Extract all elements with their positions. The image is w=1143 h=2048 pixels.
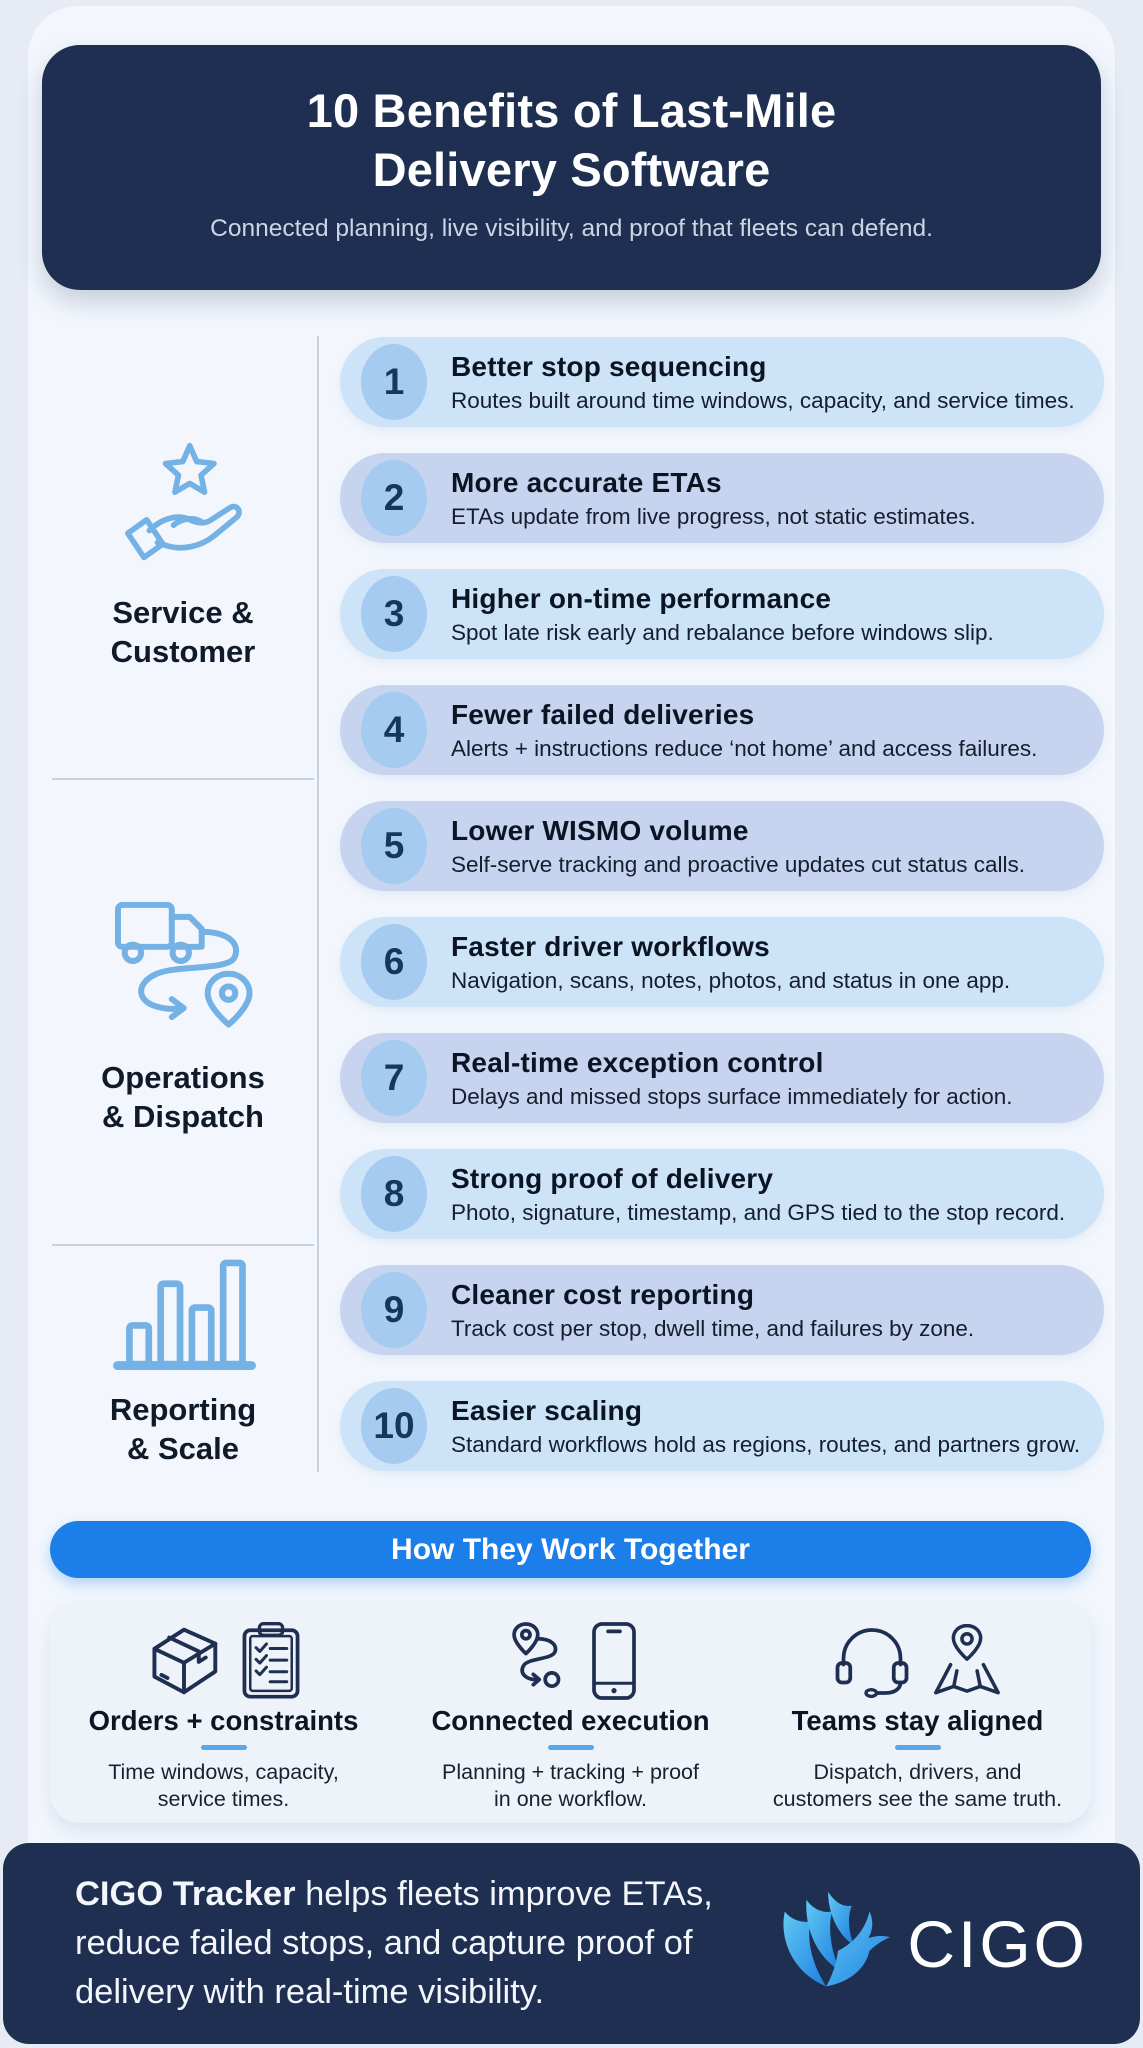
benefit-number-badge: 3 (361, 576, 427, 652)
pillars-card: Orders + constraints Time windows, capac… (50, 1601, 1091, 1823)
benefit-title: Faster driver workflows (451, 930, 770, 962)
benefit-number-badge: 9 (361, 1272, 427, 1348)
benefit-number-badge: 4 (361, 692, 427, 768)
benefit-description: Alerts + instructions reduce ‘not home’ … (451, 735, 1038, 761)
truck-route-icon (97, 887, 269, 1044)
footer-brand: CIGO Tracker (75, 1875, 296, 1913)
benefit-row: 10 Easier scaling Standard workflows hol… (340, 1381, 1104, 1471)
header-banner: 10 Benefits of Last-Mile Delivery Softwa… (42, 45, 1101, 290)
benefit-title: Fewer failed deliveries (451, 698, 755, 730)
benefit-number-badge: 10 (361, 1388, 427, 1464)
pillar-underline (547, 1745, 594, 1750)
benefit-description: ETAs update from live progress, not stat… (451, 503, 976, 529)
benefit-title: Real-time exception control (451, 1046, 824, 1078)
page-title-line1: 10 Benefits of Last-Mile (306, 84, 837, 137)
benefit-number-badge: 1 (361, 344, 427, 420)
benefit-number-badge: 8 (361, 1156, 427, 1232)
clipboard-icon (238, 1622, 304, 1700)
pillar-underline (200, 1745, 247, 1750)
benefit-title: Higher on-time performance (451, 582, 832, 614)
page-title-line2: Delivery Software (372, 143, 771, 196)
cigo-logo: CIGO (771, 1880, 1088, 2008)
box-icon (144, 1622, 224, 1700)
pillar-description: Dispatch, drivers, and customers see the… (772, 1760, 1063, 1811)
category-label: Reporting & Scale (109, 1392, 257, 1466)
benefit-title: Lower WISMO volume (451, 814, 749, 846)
hand-star-icon (108, 439, 258, 579)
pillar-connected-execution: Connected execution Planning + tracking … (397, 1601, 744, 1823)
footer-text: CIGO Tracker helps fleets improve ETAs, … (75, 1870, 747, 2017)
benefit-title: Cleaner cost reporting (451, 1278, 755, 1310)
category-service-customer: Service & Customer (50, 335, 316, 775)
footer-text-rest: helps fleets improve ETAs, reduce failed… (75, 1875, 713, 2011)
benefits-list: 1 Better stop sequencing Routes built ar… (340, 337, 1104, 1497)
benefit-description: Navigation, scans, notes, photos, and st… (451, 967, 1011, 993)
category-reporting-scale: Reporting & Scale (50, 1250, 316, 1472)
benefit-row: 3 Higher on-time performance Spot late r… (340, 569, 1104, 659)
category-label: Operations & Dispatch (101, 1059, 265, 1134)
benefit-title: Better stop sequencing (451, 350, 767, 382)
benefit-number-badge: 7 (361, 1040, 427, 1116)
map-pin-icon (928, 1623, 1006, 1699)
banner-label: How They Work Together (391, 1532, 750, 1566)
page-title: 10 Benefits of Last-Mile Delivery Softwa… (42, 81, 1101, 199)
route-pin-icon (504, 1621, 576, 1701)
benefit-number-badge: 6 (361, 924, 427, 1000)
pillar-icons (504, 1621, 638, 1701)
benefit-description: Delays and missed stops surface immediat… (451, 1083, 1013, 1109)
benefit-title: More accurate ETAs (451, 466, 722, 498)
benefit-row: 2 More accurate ETAs ETAs update from li… (340, 453, 1104, 543)
headset-icon (830, 1624, 914, 1699)
benefit-description: Track cost per stop, dwell time, and fai… (451, 1315, 975, 1341)
pillar-title: Connected execution (431, 1705, 710, 1736)
pillar-description: Planning + tracking + proof in one workf… (442, 1760, 699, 1811)
sidebar-divider (52, 1244, 314, 1246)
pillar-description: Time windows, capacity, service times. (108, 1760, 339, 1811)
pillar-title: Orders + constraints (88, 1705, 359, 1736)
benefit-row: 7 Real-time exception control Delays and… (340, 1033, 1104, 1123)
benefit-description: Self-serve tracking and proactive update… (451, 851, 1026, 877)
benefit-row: 1 Better stop sequencing Routes built ar… (340, 337, 1104, 427)
benefit-description: Standard workflows hold as regions, rout… (451, 1431, 1081, 1457)
pillar-teams-aligned: Teams stay aligned Dispatch, drivers, an… (744, 1601, 1091, 1823)
content-divider (317, 336, 319, 1472)
footer-banner: CIGO Tracker helps fleets improve ETAs, … (3, 1843, 1140, 2044)
benefit-row: 8 Strong proof of delivery Photo, signat… (340, 1149, 1104, 1239)
benefit-description: Photo, signature, timestamp, and GPS tie… (451, 1199, 1066, 1225)
benefit-title: Easier scaling (451, 1394, 643, 1426)
bar-chart-icon (108, 1254, 258, 1376)
category-label: Service & Customer (110, 595, 256, 669)
cigo-bird-icon (771, 1880, 899, 2008)
page-subtitle: Connected planning, live visibility, and… (210, 215, 933, 242)
pillar-icons (830, 1621, 1006, 1701)
pillar-orders-constraints: Orders + constraints Time windows, capac… (50, 1601, 397, 1823)
pillar-title: Teams stay aligned (791, 1705, 1044, 1736)
benefit-row: 4 Fewer failed deliveries Alerts + instr… (340, 685, 1104, 775)
how-they-work-banner: How They Work Together (50, 1521, 1091, 1578)
benefit-number-badge: 5 (361, 808, 427, 884)
smartphone-icon (590, 1621, 638, 1701)
cigo-wordmark: CIGO (907, 1906, 1088, 1981)
benefit-title: Strong proof of delivery (451, 1162, 774, 1194)
pillar-underline (894, 1745, 941, 1750)
benefit-number-badge: 2 (361, 460, 427, 536)
sidebar-divider (52, 778, 314, 780)
benefit-row: 5 Lower WISMO volume Self-serve tracking… (340, 801, 1104, 891)
benefit-description: Spot late risk early and rebalance befor… (451, 619, 994, 645)
category-operations-dispatch: Operations & Dispatch (50, 782, 316, 1240)
pillar-icons (144, 1621, 304, 1701)
benefit-description: Routes built around time windows, capaci… (451, 387, 1075, 413)
benefit-row: 9 Cleaner cost reporting Track cost per … (340, 1265, 1104, 1355)
benefit-row: 6 Faster driver workflows Navigation, sc… (340, 917, 1104, 1007)
